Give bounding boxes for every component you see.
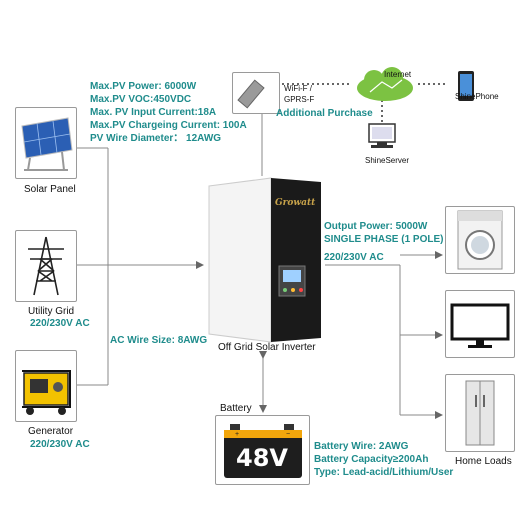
- pv-spec-wire: PV Wire Diameter： 12AWG: [90, 133, 222, 144]
- ac-wire-label: AC Wire Size: 8AWG: [110, 335, 208, 346]
- pv-spec-charging: Max.PV Chargeing Current: 100A: [90, 120, 247, 131]
- monitor-icon: [450, 303, 510, 348]
- generator-icon: [22, 370, 71, 415]
- server-computer-icon: [368, 123, 396, 148]
- battery-label: Battery: [220, 403, 252, 414]
- generator-voltage: 220/230V AC: [30, 439, 90, 450]
- output-specs: Output Power: 5000W SINGLE PHASE (1 POLE…: [324, 220, 443, 264]
- pv-spec-power: Max.PV Power: 6000W: [90, 81, 197, 92]
- utility-grid-voltage: 220/230V AC: [30, 318, 90, 329]
- output-power: Output Power: 5000W: [324, 221, 428, 232]
- wifi-label-line1: WiFi-F /: [284, 84, 312, 93]
- battery-type: Type: Lead-acid/Lithium/User: [314, 467, 454, 478]
- generator-label: Generator: [28, 426, 74, 437]
- battery-icon: + −: [224, 424, 302, 478]
- svg-text:+: +: [235, 431, 239, 438]
- battery-specs: Battery Wire: 2AWG Battery Capacity≥200A…: [314, 440, 453, 479]
- wifi-module-box: [232, 72, 280, 114]
- power-tower-icon: [28, 236, 64, 296]
- battery-wire: Battery Wire: 2AWG: [314, 441, 409, 452]
- inverter-icon: [208, 177, 321, 343]
- wifi-dongle-icon: [237, 79, 265, 109]
- smartphone-icon: [458, 71, 474, 101]
- output-phase: SINGLE PHASE (1 POLE): [324, 234, 444, 245]
- washing-machine-icon: [457, 210, 503, 270]
- solar-panel-icon: [21, 117, 73, 171]
- washing-machine-box: [445, 206, 515, 274]
- svg-text:−: −: [286, 431, 290, 438]
- inverter-label: Off Grid Solar Inverter: [218, 342, 316, 353]
- solar-panel-box: [15, 107, 77, 179]
- output-voltage: 220/230V AC: [324, 252, 384, 263]
- inverter-unit: Growatt: [205, 176, 325, 344]
- generator-box: [15, 350, 77, 422]
- battery-capacity: Battery Capacity≥200Ah: [314, 454, 429, 465]
- solar-panel-label: Solar Panel: [24, 184, 76, 195]
- inverter-brand: Growatt: [275, 198, 316, 208]
- battery-box: + − 48V: [215, 415, 310, 485]
- home-loads-label: Home Loads: [455, 456, 512, 467]
- internet-label: Internet: [384, 70, 412, 79]
- pv-spec-current: Max. PV Input Current:18A: [90, 107, 217, 118]
- pv-specs: Max.PV Power: 6000W Max.PV VOC:450VDC Ma…: [90, 80, 247, 145]
- wifi-label-line2: GPRS-F: [284, 95, 315, 104]
- refrigerator-icon: [465, 380, 495, 446]
- additional-purchase-label: Additional Purchase: [276, 108, 373, 119]
- refrigerator-box: [445, 374, 515, 452]
- shinephone-label: ShinePhone: [455, 92, 499, 101]
- pv-spec-voc: Max.PV VOC:450VDC: [90, 94, 192, 105]
- utility-grid-label: Utility Grid: [28, 306, 75, 317]
- battery-voltage: 48V: [236, 444, 288, 472]
- monitor-box: [445, 290, 515, 358]
- shineserver-label: ShineServer: [365, 156, 410, 165]
- cloud-icon: [357, 67, 413, 101]
- utility-grid-box: [15, 230, 77, 302]
